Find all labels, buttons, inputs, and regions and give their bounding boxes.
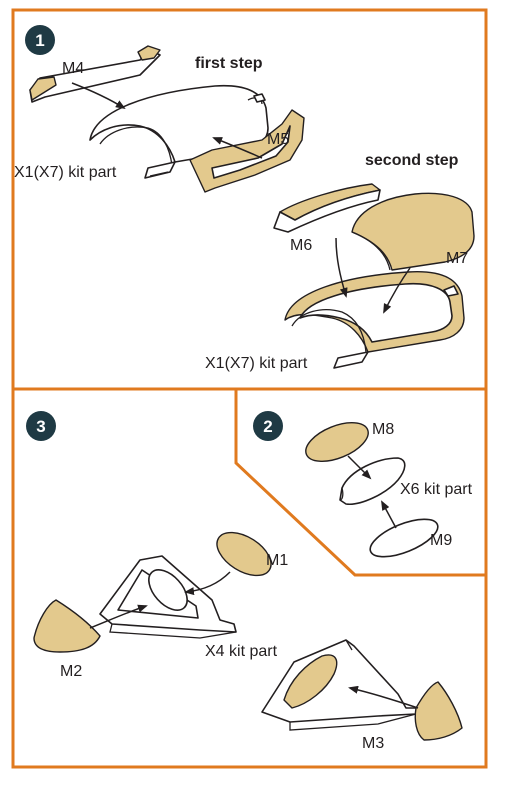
canopy-kit-part-first [89, 84, 269, 179]
label-m2: M2 [60, 663, 82, 680]
x4-kit-part-masked [261, 639, 423, 731]
label-m6: M6 [290, 237, 312, 254]
mask-m2 [33, 599, 101, 653]
arrow-m4 [71, 82, 126, 110]
arrow-m3 [348, 685, 419, 709]
mask-m7 [351, 192, 475, 271]
mask-m8 [305, 421, 369, 463]
mask-m6 [273, 183, 381, 233]
svg-text:1: 1 [35, 31, 44, 50]
svg-text:3: 3 [36, 417, 45, 436]
arrow-m8 [347, 455, 372, 480]
svg-text:2: 2 [263, 417, 272, 436]
second-step-heading: second step [365, 152, 459, 169]
arrow-m1 [184, 571, 231, 596]
label-x6: X6 kit part [400, 481, 473, 498]
label-m7: M7 [446, 250, 468, 267]
step-badge-3: 3 [26, 411, 56, 441]
arrow-m2 [89, 604, 148, 629]
arrow-m9 [381, 500, 397, 529]
label-m9: M9 [430, 532, 452, 549]
mask-m9 [369, 518, 439, 558]
label-x1-second: X1(X7) kit part [205, 355, 308, 372]
canopy-kit-part-second [284, 271, 465, 369]
label-m5: M5 [267, 131, 289, 148]
mask-m1 [216, 531, 272, 577]
step-badge-1: 1 [25, 25, 55, 55]
mask-m4 [29, 45, 161, 103]
label-m3: M3 [362, 735, 384, 752]
label-x1-first: X1(X7) kit part [14, 164, 117, 181]
label-m8: M8 [372, 421, 394, 438]
label-x4: X4 kit part [205, 643, 278, 660]
first-step-heading: first step [195, 55, 263, 72]
label-m4: M4 [62, 60, 84, 77]
arrow-m7 [383, 267, 411, 314]
arrow-m5 [212, 137, 263, 159]
label-m1: M1 [266, 552, 288, 569]
mask-m3 [414, 681, 463, 741]
x4-kit-part [99, 555, 237, 639]
panel-frame [11, 8, 488, 769]
x6-kit-part [339, 457, 406, 505]
step-badge-2: 2 [253, 411, 283, 441]
arrow-m6 [335, 237, 348, 298]
